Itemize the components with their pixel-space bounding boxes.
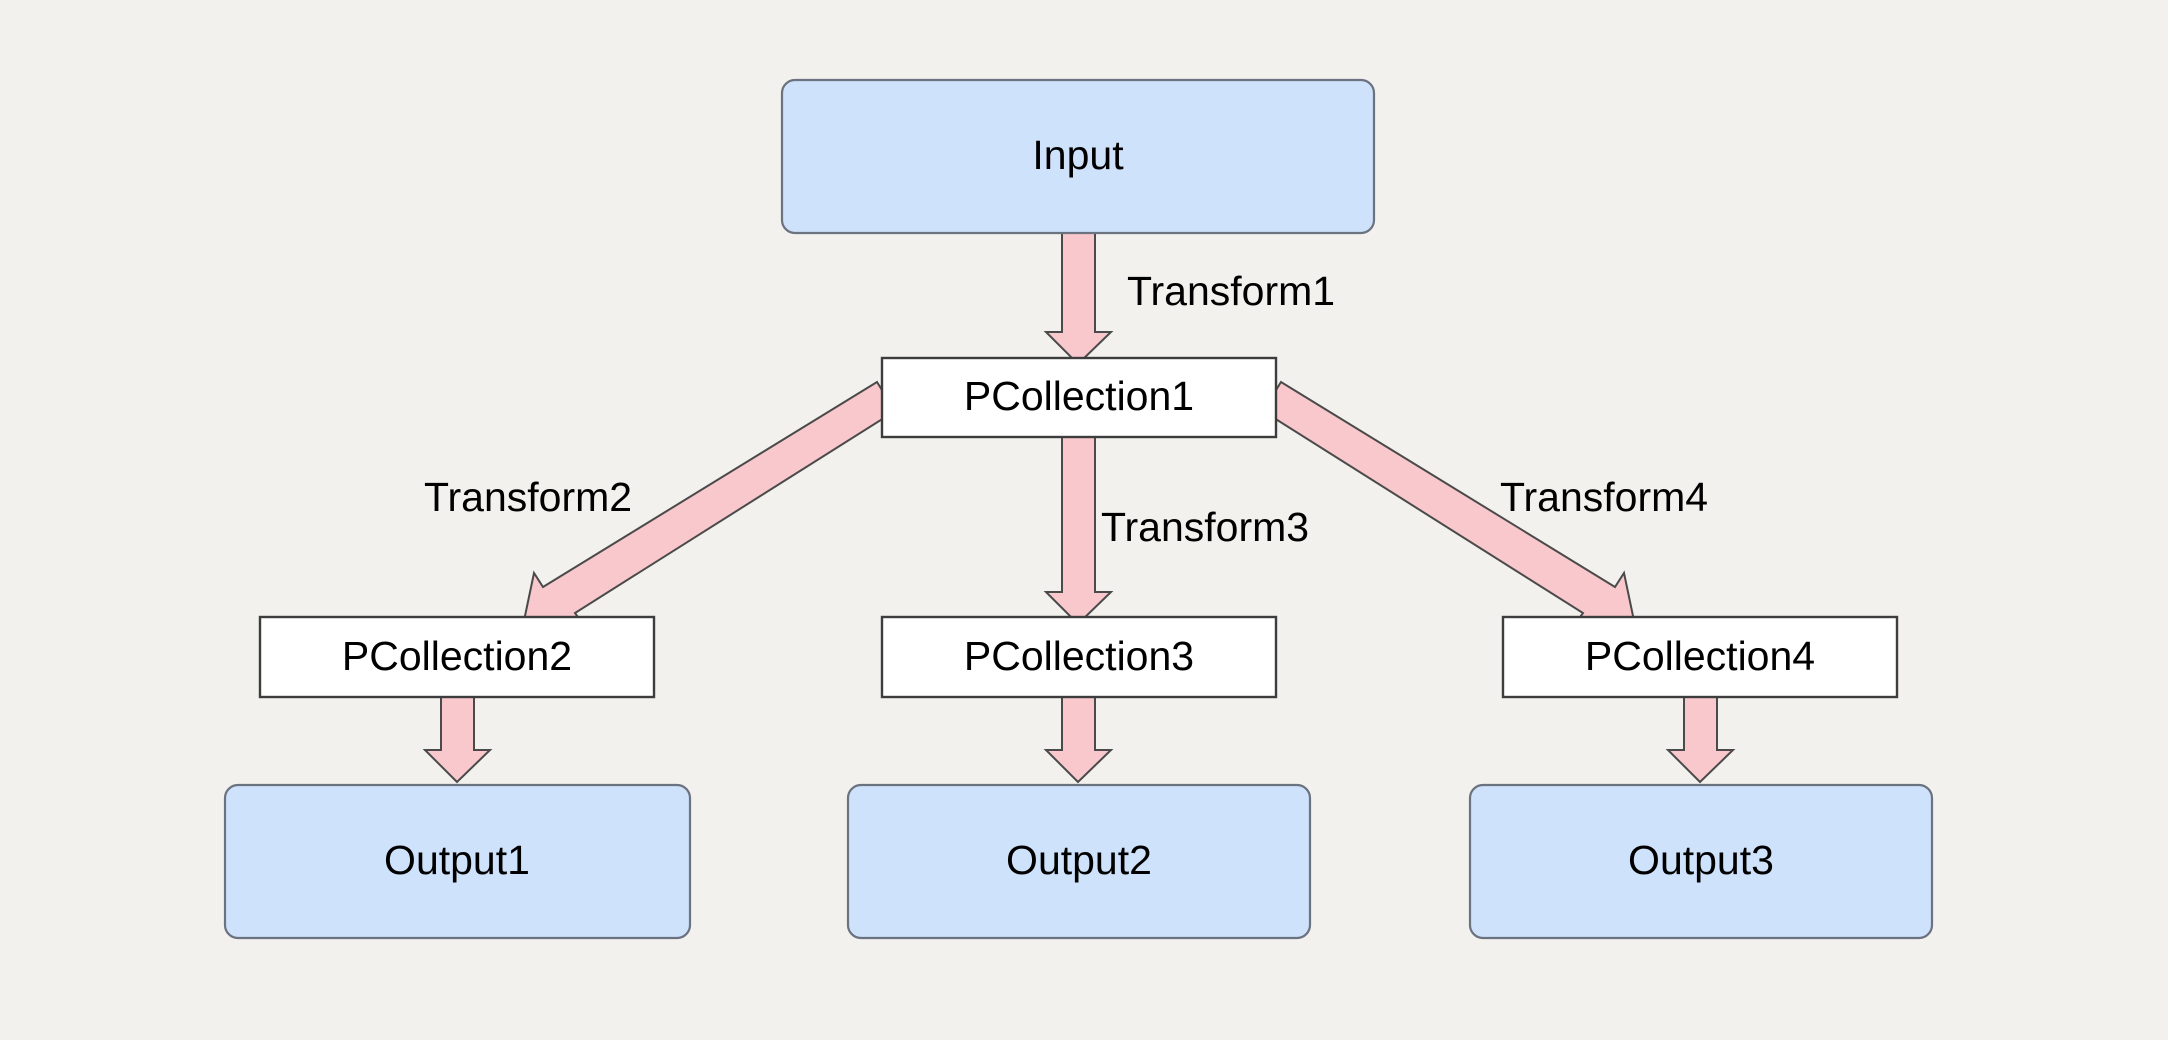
output3-label: Output3 xyxy=(1628,837,1774,883)
edge-transform1 xyxy=(1043,224,1114,366)
arrow-input-to-pcollection1 xyxy=(1043,224,1114,366)
input-box[interactable] xyxy=(780,78,1376,235)
arrow-pcollection4-to-output3 xyxy=(1665,691,1736,784)
edge-transform3 xyxy=(1043,431,1114,626)
pcollection2-label: PCollection2 xyxy=(342,633,572,679)
node-pcollection4[interactable]: PCollection4 xyxy=(1501,615,1899,699)
input-label: Input xyxy=(1032,132,1124,178)
output2-label: Output2 xyxy=(1006,837,1152,883)
pcollection4-label: PCollection4 xyxy=(1585,633,1815,679)
output3-box[interactable] xyxy=(1468,783,1934,940)
edge-pcollection4-output3 xyxy=(1665,691,1736,784)
pcollection1-label: PCollection1 xyxy=(964,373,1194,419)
node-input[interactable]: Input xyxy=(780,78,1376,235)
pcollection3-box[interactable] xyxy=(880,615,1278,699)
node-output3[interactable]: Output3 xyxy=(1468,783,1934,940)
output2-box[interactable] xyxy=(846,783,1312,940)
pcollection1-box[interactable] xyxy=(880,356,1278,439)
arrow-pcollection1-to-pcollection3 xyxy=(1043,431,1114,626)
node-output1[interactable]: Output1 xyxy=(223,783,692,940)
arrow-pcollection3-to-output2 xyxy=(1043,691,1114,784)
edge-label-transform3: Transform3 xyxy=(1101,504,1309,550)
output1-box[interactable] xyxy=(223,783,692,940)
edge-label-transform1: Transform1 xyxy=(1127,268,1335,314)
pcollection3-label: PCollection3 xyxy=(964,633,1194,679)
node-output2[interactable]: Output2 xyxy=(846,783,1312,940)
node-pcollection1[interactable]: PCollection1 xyxy=(880,356,1278,439)
pcollection2-box[interactable] xyxy=(258,615,656,699)
edge-pcollection3-output2 xyxy=(1043,691,1114,784)
output1-label: Output1 xyxy=(384,837,530,883)
edge-label-transform4: Transform4 xyxy=(1500,474,1708,520)
arrow-pcollection2-to-output1 xyxy=(422,691,493,784)
edge-label-transform2: Transform2 xyxy=(424,474,632,520)
node-pcollection2[interactable]: PCollection2 xyxy=(258,615,656,699)
node-pcollection3[interactable]: PCollection3 xyxy=(880,615,1278,699)
edge-pcollection2-output1 xyxy=(422,691,493,784)
pcollection4-box[interactable] xyxy=(1501,615,1899,699)
